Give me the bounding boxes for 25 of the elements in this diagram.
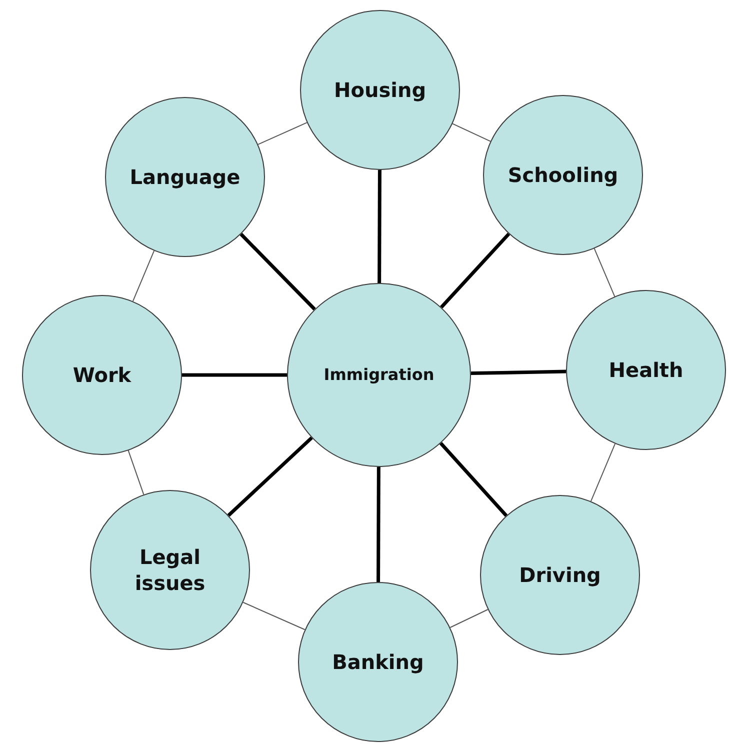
spoke-line bbox=[240, 232, 316, 311]
topic-label: Schooling bbox=[508, 162, 618, 188]
topic-label: Work bbox=[72, 362, 132, 388]
connector-line bbox=[242, 602, 306, 630]
connector-line bbox=[128, 450, 144, 495]
spoke-line bbox=[378, 170, 382, 283]
topic-label: Language bbox=[130, 164, 240, 190]
connector-line bbox=[132, 250, 155, 302]
connector-line bbox=[258, 122, 308, 145]
spoke-line bbox=[376, 467, 380, 582]
spoke-line bbox=[227, 436, 313, 517]
spoke-line bbox=[182, 373, 287, 377]
connector-line bbox=[594, 248, 616, 297]
topic-label: Immigration bbox=[324, 364, 434, 386]
topic-label: Health bbox=[608, 357, 684, 383]
spoke-line bbox=[470, 370, 566, 376]
topic-label: Legal issues bbox=[134, 544, 206, 596]
topic-label: Housing bbox=[334, 77, 426, 103]
spoke-line bbox=[439, 442, 508, 517]
topic-label: Banking bbox=[332, 649, 424, 675]
connector-line bbox=[450, 609, 488, 628]
spoke-line bbox=[440, 232, 510, 308]
topic-label: Driving bbox=[519, 562, 601, 588]
connector-line bbox=[590, 443, 616, 502]
connector-line bbox=[452, 123, 491, 142]
